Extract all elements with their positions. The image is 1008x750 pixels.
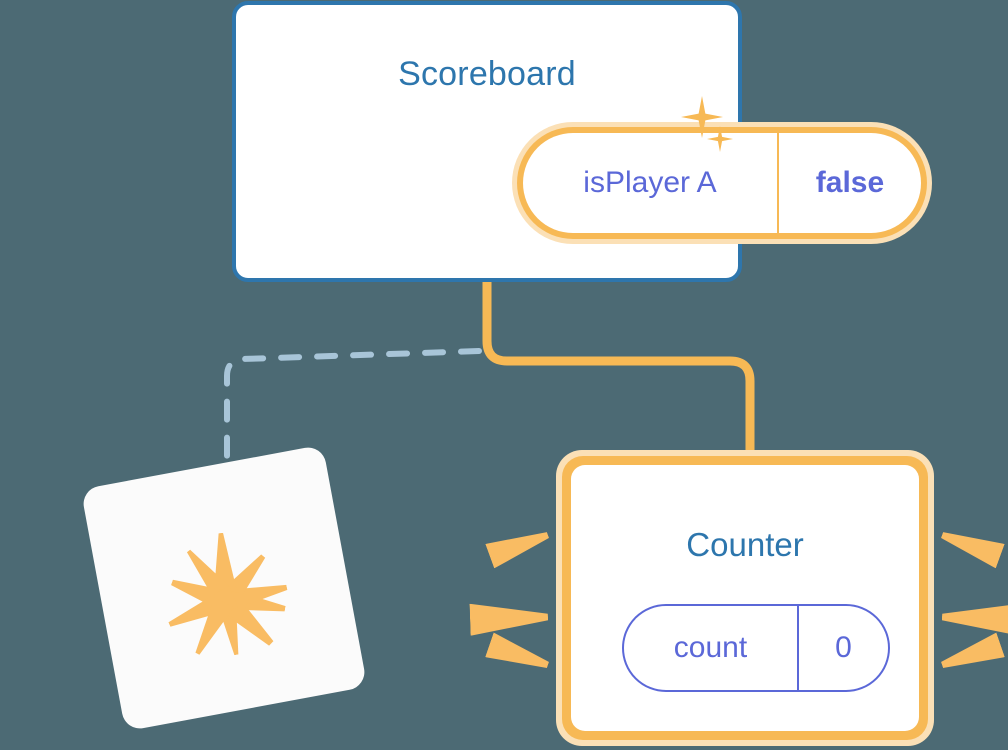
counter-state-pill[interactable]: count 0 [622,604,890,692]
scoreboard-card[interactable]: Scoreboard isPlayer A false [232,1,932,282]
counter-card[interactable]: Counter count 0 [556,450,934,746]
counter-title: Counter [686,526,804,563]
scoreboard-state-pill-body: isPlayer A false [523,133,921,233]
blank-card[interactable] [80,444,368,732]
counter-state-value: 0 [835,631,852,664]
counter-state-key: count [624,606,799,690]
connector-scoreboard-to-counter [482,282,755,456]
scoreboard-state-pill-border: isPlayer A false [517,127,927,239]
blank-card-burst [81,445,368,732]
scoreboard-title: Scoreboard [398,55,576,93]
scoreboard-state-value: false [815,166,885,199]
counter-card-body: Counter count 0 [571,465,919,731]
counter-card-border: Counter count 0 [562,456,928,740]
scoreboard-state-key: isPlayer A [523,133,779,233]
connector-scoreboard-to-blank-card [224,348,482,473]
scoreboard-state-pill[interactable]: isPlayer A false [512,122,932,244]
